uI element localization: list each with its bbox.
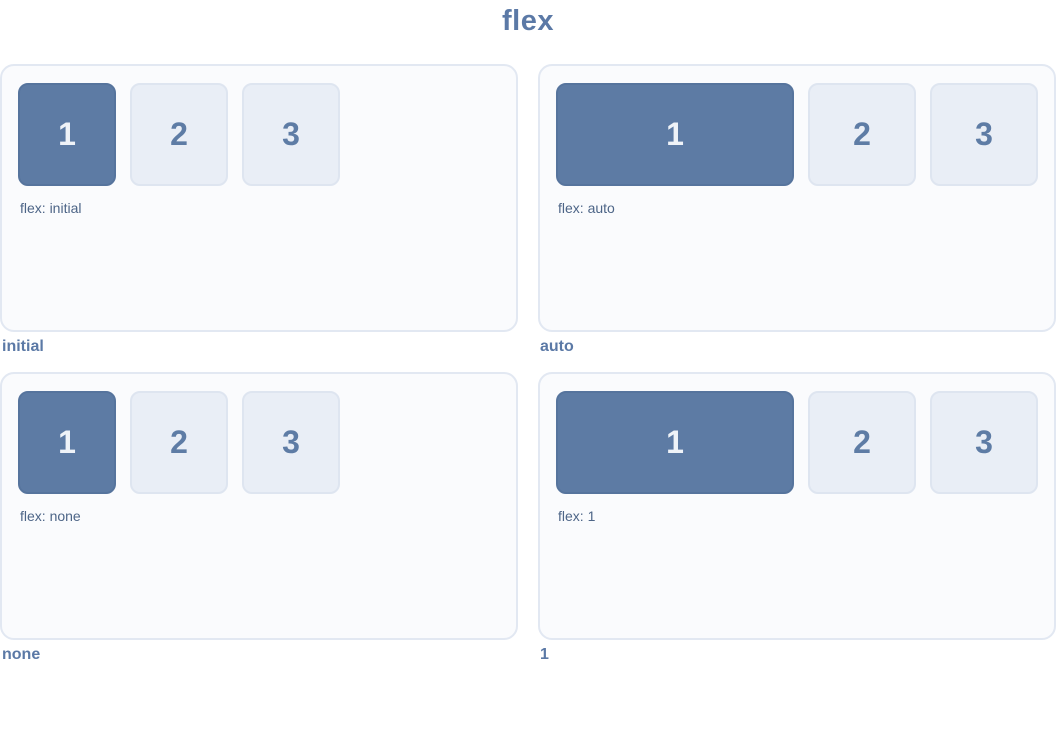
flex-demo-panel-none: 1 2 3 flex: none [0, 372, 518, 640]
flex-caption: flex: 1 [558, 508, 596, 524]
flex-item-3: 3 [930, 391, 1038, 494]
panel-label-auto: auto [540, 338, 574, 355]
flex-item-1: 1 [556, 83, 794, 186]
flex-demo-panel-1: 1 2 3 flex: 1 [538, 372, 1056, 640]
flex-caption: flex: none [20, 508, 81, 524]
flex-item-3: 3 [242, 83, 340, 186]
demo-cell-none: 1 2 3 flex: none none [0, 372, 518, 664]
flex-caption: flex: initial [20, 200, 82, 216]
flex-demo-panel-auto: 1 2 3 flex: auto [538, 64, 1056, 332]
flex-caption: flex: auto [558, 200, 615, 216]
flex-container: 1 2 3 [556, 391, 1038, 494]
demo-cell-initial: 1 2 3 flex: initial initial [0, 64, 518, 356]
flex-item-3: 3 [242, 391, 340, 494]
demo-cell-auto: 1 2 3 flex: auto auto [538, 64, 1056, 356]
flex-item-2: 2 [130, 391, 228, 494]
page-title: flex [502, 5, 554, 37]
panel-label-none: none [2, 646, 41, 663]
flex-item-1: 1 [18, 391, 116, 494]
flex-demo-panel-initial: 1 2 3 flex: initial [0, 64, 518, 332]
flex-item-1: 1 [18, 83, 116, 186]
flex-container: 1 2 3 [18, 83, 500, 186]
flex-container: 1 2 3 [18, 391, 500, 494]
demo-grid: 1 2 3 flex: initial initial 1 2 3 flex: … [0, 64, 1056, 664]
flex-item-2: 2 [808, 83, 916, 186]
demo-cell-1: 1 2 3 flex: 1 1 [538, 372, 1056, 664]
flex-item-3: 3 [930, 83, 1038, 186]
panel-label-1: 1 [540, 646, 549, 663]
flex-container: 1 2 3 [556, 83, 1038, 186]
flex-item-2: 2 [130, 83, 228, 186]
flex-item-2: 2 [808, 391, 916, 494]
panel-label-initial: initial [2, 338, 44, 355]
flex-item-1: 1 [556, 391, 794, 494]
